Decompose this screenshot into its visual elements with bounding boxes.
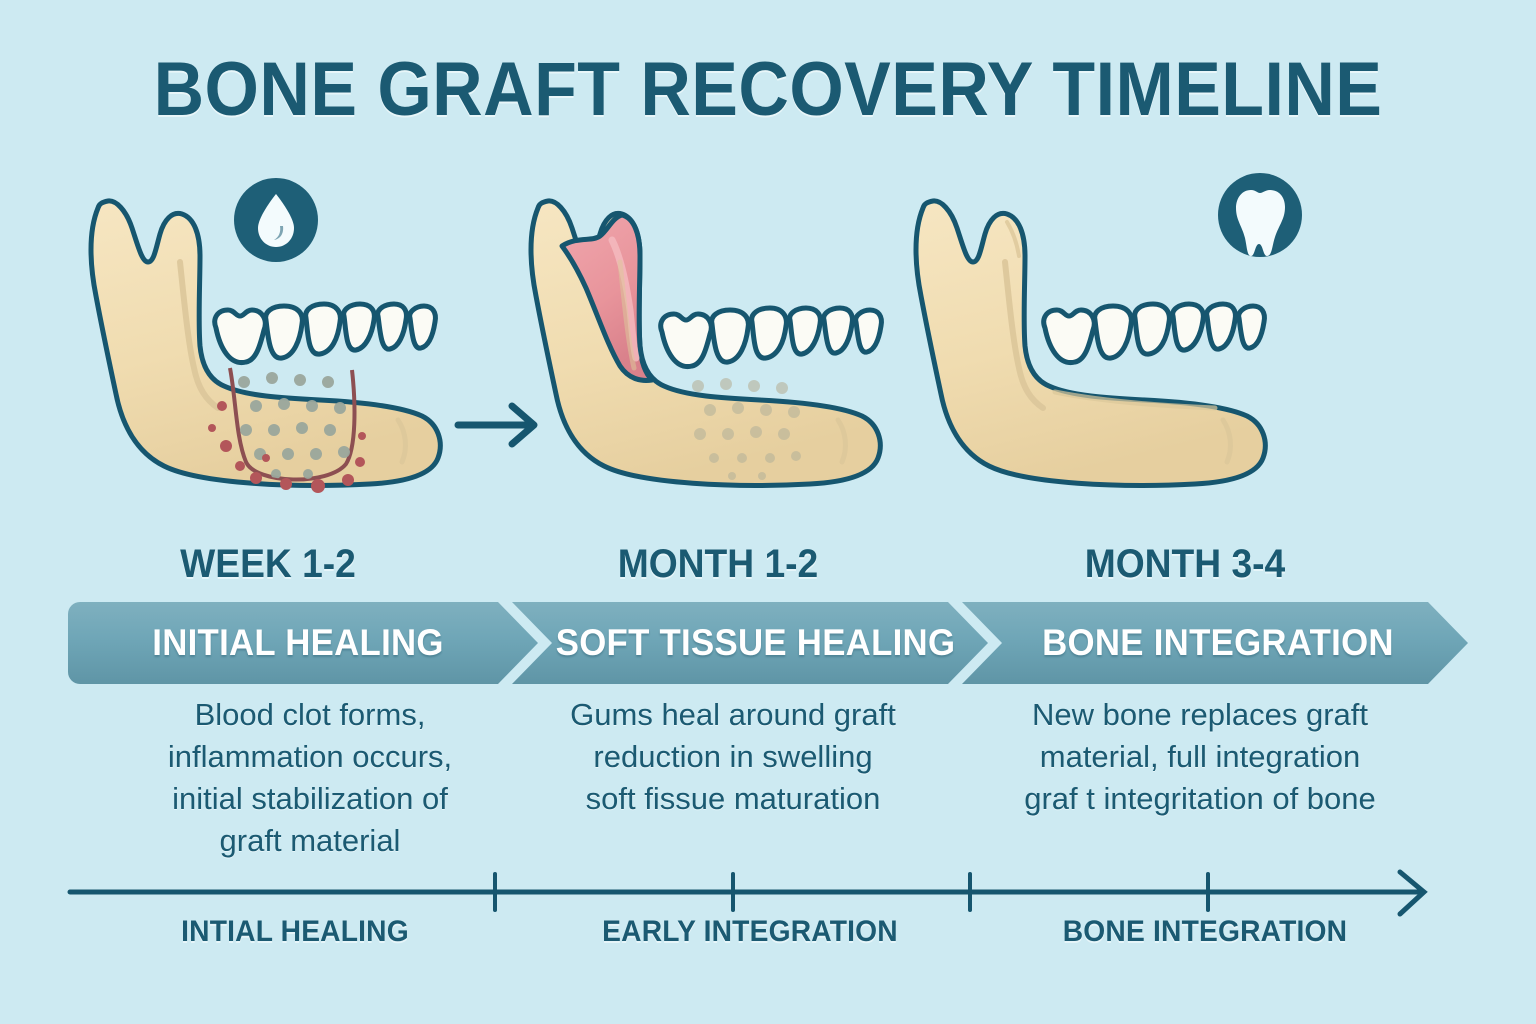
- jaw-illustration-stage-2: [500, 170, 900, 530]
- phase-segment-1: [68, 602, 538, 684]
- stage-heading-2: MONTH 1-2: [617, 542, 819, 586]
- jaw-illustration-stage-3: [885, 170, 1305, 530]
- phase-banner: INITIAL HEALING SOFT TISSUE HEALING BONE…: [68, 602, 1468, 684]
- description-row: Blood clot forms, inflammation occurs, i…: [0, 694, 1536, 864]
- description-line: graf t integritation of bone: [1024, 781, 1376, 816]
- phase-label-3: BONE INTEGRATION: [1042, 622, 1394, 663]
- phase-segment-2: [512, 602, 988, 684]
- description-stage-3: New bone replaces graft material, full i…: [975, 694, 1425, 820]
- description-line: New bone replaces graft: [1031, 697, 1369, 732]
- timeline-label-3: BONE INTEGRATION: [1062, 915, 1348, 948]
- phase-segment-3: [962, 602, 1468, 684]
- description-line: Blood clot forms,: [194, 697, 426, 732]
- stage-heading-1: WEEK 1-2: [180, 542, 356, 586]
- jaw-illustration-stage-1: [60, 170, 460, 530]
- description-line: material, full integration: [1039, 739, 1361, 774]
- axis-arrowhead: [1397, 869, 1428, 917]
- page-title: BONE GRAFT RECOVERY TIMELINE: [153, 47, 1383, 132]
- description-line: initial stabilization of: [172, 781, 448, 816]
- stage-heading-3: MONTH 3-4: [1084, 542, 1286, 586]
- illustration-row: [0, 170, 1536, 530]
- timeline-label-row: INTIAL HEALING EARLY INTEGRATION BONE IN…: [0, 915, 1536, 975]
- stage-heading-row: WEEK 1-2 MONTH 1-2 MONTH 3-4: [0, 542, 1536, 600]
- timeline-label-2: EARLY INTEGRATION: [602, 915, 898, 948]
- description-stage-1: Blood clot forms, inflammation occurs, i…: [100, 694, 520, 862]
- droplet-icon: [234, 178, 318, 262]
- description-stage-2: Gums heal around graft reduction in swel…: [518, 694, 948, 820]
- description-line: Gums heal around graft: [570, 697, 896, 732]
- phase-label-1: INITIAL HEALING: [152, 622, 444, 663]
- tooth-icon: [1218, 173, 1302, 257]
- progress-arrow-icon: [448, 380, 558, 470]
- timeline-axis: [0, 860, 1536, 930]
- phase-label-2: SOFT TISSUE HEALING: [555, 622, 956, 663]
- description-line: graft material: [219, 823, 401, 858]
- description-line: reduction in swelling: [593, 739, 873, 774]
- timeline-label-1: INTIAL HEALING: [181, 915, 409, 948]
- description-line: inflammation occurs,: [167, 739, 453, 774]
- description-line: soft fissue maturation: [585, 781, 881, 816]
